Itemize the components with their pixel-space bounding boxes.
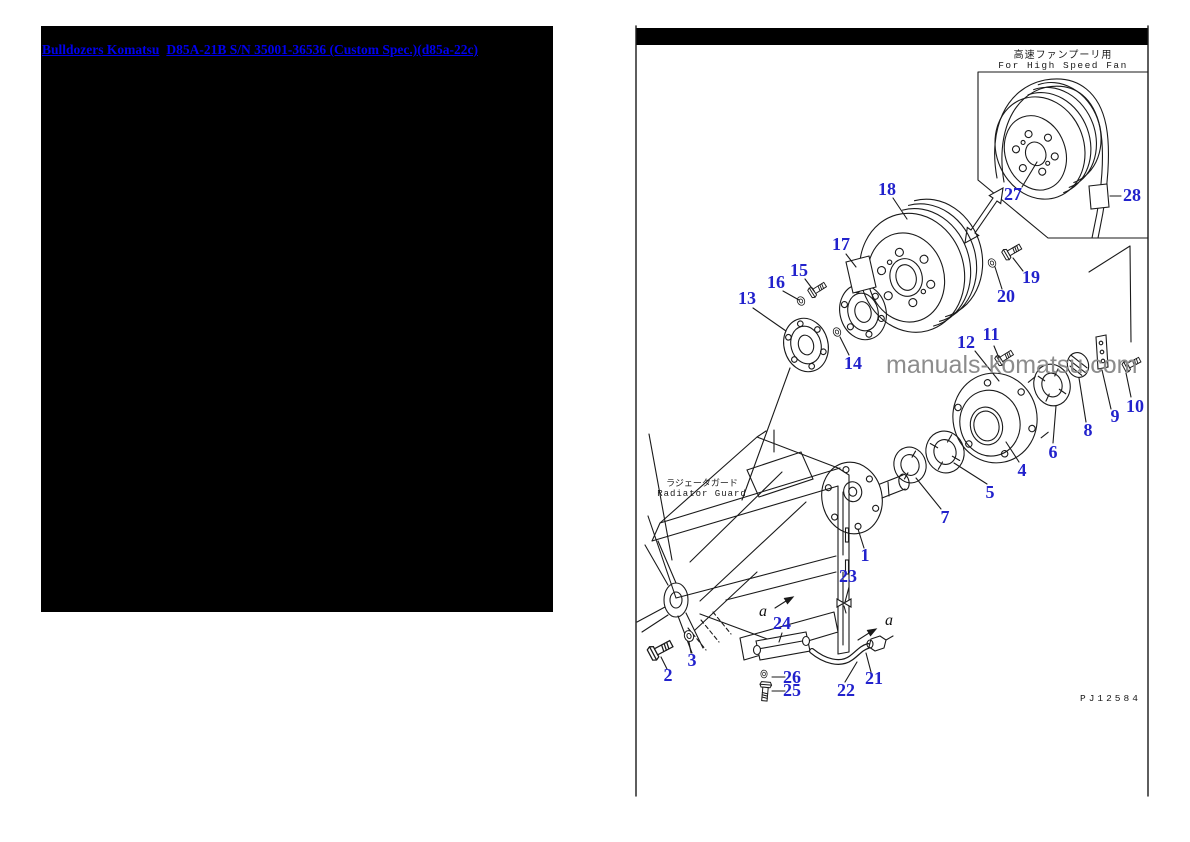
shaft-flange-1-drawing (821, 461, 910, 535)
ring-5-drawing (925, 430, 965, 474)
callout-8: 8 (1083, 420, 1093, 440)
callout-4: 4 (1017, 460, 1027, 480)
catalog-link-model[interactable]: D85A-21B S/N 35001-36536 (Custom Spec.)(… (166, 42, 478, 57)
view-label-a-2: a (885, 612, 893, 629)
clip-23-drawing (836, 598, 852, 614)
callout-15: 15 (790, 260, 808, 280)
fan-belt-drawing (994, 78, 1110, 239)
callout-7: 7 (940, 507, 950, 527)
drawing-number: PJ12584 (1080, 693, 1141, 704)
callout-24: 24 (773, 613, 791, 633)
bracket-24-drawing (752, 631, 811, 661)
ring-7-drawing (893, 446, 927, 484)
callout-9: 9 (1110, 406, 1120, 426)
plate-9-drawing (1095, 334, 1109, 370)
cap-8-drawing (1066, 352, 1090, 378)
callout-14: 14 (844, 353, 862, 373)
callout-13: 13 (738, 288, 756, 308)
callout-1: 1 (860, 545, 870, 565)
view-label-a-1: a (759, 603, 767, 620)
inset-title-japanese: 高速ファンプーリ用 (1013, 51, 1113, 62)
washer-26-drawing (760, 669, 768, 679)
fitting-21-drawing (866, 635, 894, 652)
radiator-guard-label-english: Radiator Guard (657, 489, 747, 499)
callout-26: 26 (783, 667, 801, 687)
watermark: manuals-komatsu.com (886, 351, 1138, 379)
bolt-19-drawing (1000, 240, 1024, 262)
callout-5: 5 (985, 482, 995, 502)
fan-pulley-drawing (994, 81, 1102, 200)
washer-14-drawing (831, 326, 843, 338)
leader-lines (660, 161, 1132, 692)
callout-11: 11 (982, 324, 1000, 344)
callout-6: 6 (1048, 442, 1058, 462)
section-arrow-a1 (774, 596, 795, 609)
inset-box (977, 71, 1149, 239)
bolt-25-drawing (758, 680, 773, 702)
fan-drawing (636, 540, 732, 654)
inset-title-english: For High Speed Fan (998, 60, 1128, 71)
callout-19: 19 (1022, 267, 1040, 287)
callout-20: 20 (997, 286, 1015, 306)
callout-2: 2 (663, 665, 673, 685)
page-border (635, 25, 1149, 797)
callout-22: 22 (837, 680, 855, 700)
radiator-guard-drawing (647, 429, 850, 661)
section-arrow-a2 (857, 628, 878, 641)
callout-18: 18 (878, 179, 896, 199)
callout-10: 10 (1126, 396, 1144, 416)
callout-28: 28 (1123, 185, 1141, 205)
callout-23: 23 (839, 566, 857, 586)
callout-16: 16 (767, 272, 785, 292)
hub-flange-17-drawing (839, 255, 887, 341)
breadcrumb: Bulldozers Komatsu D85A-21B S/N 35001-365… (42, 42, 485, 58)
radiator-guard-label-japanese: ラジェータガード (666, 479, 738, 489)
bolt-15-drawing (806, 279, 829, 300)
catalog-thumbnail-panel: Bulldozers Komatsu D85A-21B S/N 35001-365… (41, 26, 553, 612)
flange-4-drawing (952, 372, 1049, 464)
callout-3: 3 (687, 650, 697, 670)
tube-22-drawing (809, 643, 871, 665)
bolt-2-drawing (645, 636, 676, 663)
hub-flange-13-drawing (783, 317, 829, 373)
callout-12: 12 (957, 332, 975, 352)
page-top-bar (636, 28, 1148, 45)
catalog-link-brand[interactable]: Bulldozers Komatsu (42, 42, 160, 57)
washer-20-drawing (986, 256, 998, 270)
callout-17: 17 (832, 234, 850, 254)
washer-3-drawing (682, 628, 696, 644)
callout-21: 21 (865, 668, 883, 688)
double-arrow (964, 186, 1004, 245)
washer-16-drawing (795, 295, 807, 307)
callout-27: 27 (1004, 184, 1022, 204)
callout-25: 25 (783, 680, 801, 700)
ring-6-drawing (1033, 363, 1071, 407)
